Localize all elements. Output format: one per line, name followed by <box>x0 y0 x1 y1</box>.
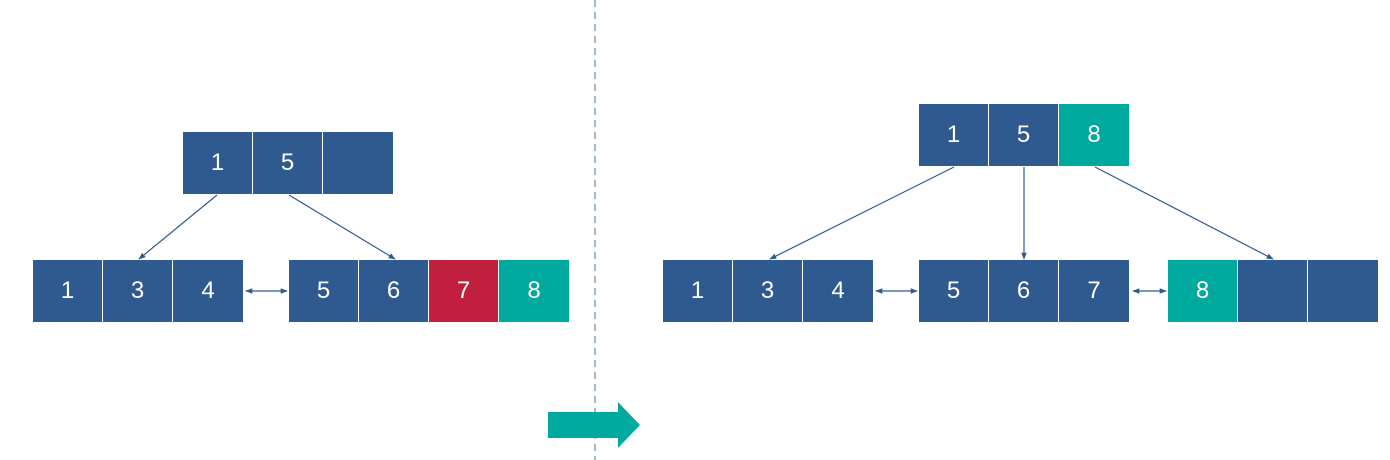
after-root-key-2: 5 <box>989 104 1059 166</box>
before-leaf-left-key-3: 4 <box>173 260 243 322</box>
before-root-key-2: 5 <box>253 132 323 194</box>
after-leaf-mid-key-3: 7 <box>1059 260 1129 322</box>
before-root-key-1: 1 <box>183 132 253 194</box>
before-leaf-right-key-4-inserted: 8 <box>499 260 569 322</box>
before-root-key-3 <box>323 132 393 194</box>
after-leaf-left-key-3: 4 <box>803 260 873 322</box>
before-root-node: 1 5 <box>183 132 393 194</box>
before-leaf-right: 5 6 7 8 <box>289 260 569 322</box>
after-leaf-right-key-1-new: 8 <box>1168 260 1238 322</box>
after-root-key-3-promoted: 8 <box>1059 104 1129 166</box>
after-leaf-left: 1 3 4 <box>663 260 873 322</box>
after-leaf-left-key-1: 1 <box>663 260 733 322</box>
after-edge-root-to-right-leaf <box>1094 166 1274 260</box>
before-leaf-left-key-1: 1 <box>33 260 103 322</box>
after-root-key-1: 1 <box>919 104 989 166</box>
after-leaf-mid-key-1: 5 <box>919 260 989 322</box>
before-edge-root-to-right-leaf <box>288 194 396 260</box>
before-leaf-right-key-3-overflow: 7 <box>429 260 499 322</box>
after-leaf-right-key-3 <box>1308 260 1378 322</box>
right-arrow-icon <box>548 402 640 448</box>
before-leaf-right-key-1: 5 <box>289 260 359 322</box>
after-root-node: 1 5 8 <box>919 104 1129 166</box>
after-leaf-right: 8 <box>1168 260 1378 322</box>
before-leaf-left-key-2: 3 <box>103 260 173 322</box>
before-leaf-right-key-2: 6 <box>359 260 429 322</box>
after-leaf-left-key-2: 3 <box>733 260 803 322</box>
before-leaf-left: 1 3 4 <box>33 260 243 322</box>
after-edge-root-to-left-leaf <box>769 166 955 260</box>
before-edge-root-to-left-leaf <box>138 194 218 260</box>
after-leaf-mid-key-2: 6 <box>989 260 1059 322</box>
after-leaf-mid: 5 6 7 <box>919 260 1129 322</box>
after-leaf-right-key-2 <box>1238 260 1308 322</box>
